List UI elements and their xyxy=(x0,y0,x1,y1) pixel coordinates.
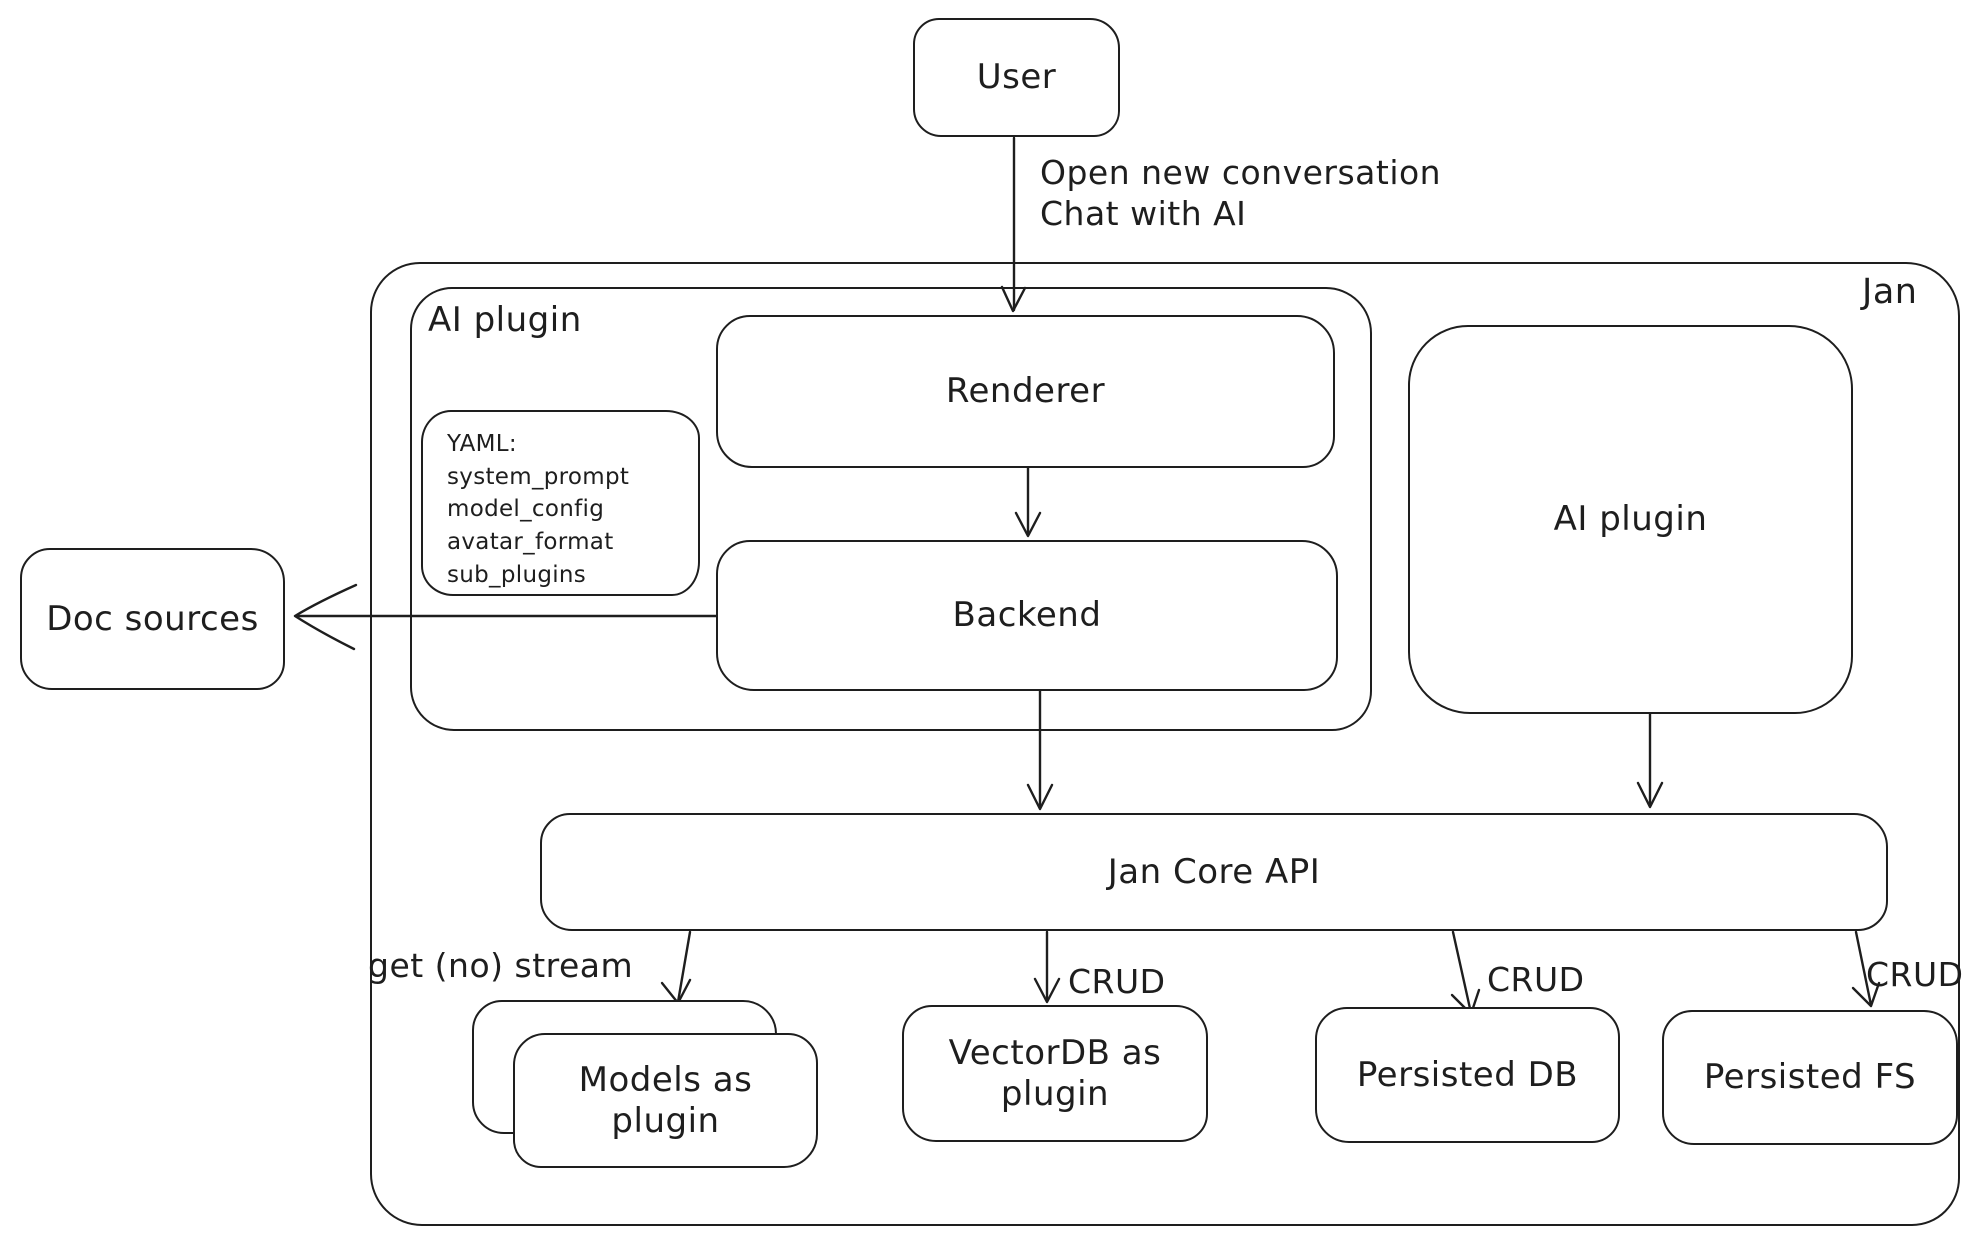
edge-label-crud-persisted-fs: CRUD xyxy=(1866,955,1964,994)
edge-label-crud-vectordb: CRUD xyxy=(1068,962,1166,1001)
node-doc-sources[interactable]: Doc sources xyxy=(20,548,285,690)
group-ai-plugin[interactable] xyxy=(410,287,1372,731)
node-persisted-fs-label: Persisted FS xyxy=(1703,1057,1917,1098)
edge-label-user-flow: Open new conversation Chat with AI xyxy=(1040,152,1441,235)
node-models-as-plugin-label: Models as plugin xyxy=(578,1060,753,1141)
node-jan-core-api-label: Jan Core API xyxy=(1107,851,1321,892)
node-yaml-note[interactable]: YAML: system_prompt model_config avatar_… xyxy=(421,410,700,596)
node-persisted-db[interactable]: Persisted DB xyxy=(1315,1007,1620,1143)
node-renderer[interactable]: Renderer xyxy=(716,315,1335,468)
yaml-note-line: avatar_format xyxy=(447,528,614,555)
node-models-as-plugin[interactable]: Models as plugin xyxy=(513,1033,818,1168)
node-user[interactable]: User xyxy=(913,18,1120,137)
yaml-note-line: sub_plugins xyxy=(447,561,587,588)
yaml-note-line: system_prompt xyxy=(447,463,630,490)
node-vectordb-as-plugin[interactable]: VectorDB as plugin xyxy=(902,1005,1208,1142)
node-ai-plugin-right[interactable]: AI plugin xyxy=(1408,325,1853,714)
node-persisted-db-label: Persisted DB xyxy=(1356,1054,1579,1095)
node-renderer-label: Renderer xyxy=(945,371,1106,412)
node-ai-plugin-right-label: AI plugin xyxy=(1553,499,1708,540)
group-ai-plugin-label: AI plugin xyxy=(428,300,582,340)
edge-label-user-flow-line2: Chat with AI xyxy=(1040,194,1247,234)
yaml-note-line: model_config xyxy=(447,496,605,523)
node-vectordb-as-plugin-label: VectorDB as plugin xyxy=(948,1033,1162,1114)
node-doc-sources-label: Doc sources xyxy=(46,598,259,639)
group-jan-label: Jan xyxy=(1862,272,1918,312)
node-persisted-fs[interactable]: Persisted FS xyxy=(1662,1010,1958,1145)
node-user-label: User xyxy=(976,57,1057,98)
edge-label-get-stream: get (no) stream xyxy=(368,946,634,985)
edge-label-crud-persisted-db: CRUD xyxy=(1487,960,1585,999)
node-backend-label: Backend xyxy=(952,595,1102,636)
node-backend[interactable]: Backend xyxy=(716,540,1338,691)
node-jan-core-api[interactable]: Jan Core API xyxy=(540,813,1888,931)
edge-label-user-flow-line1: Open new conversation xyxy=(1040,153,1442,192)
group-jan[interactable] xyxy=(370,262,1960,1226)
yaml-note-line: YAML: xyxy=(447,431,517,457)
